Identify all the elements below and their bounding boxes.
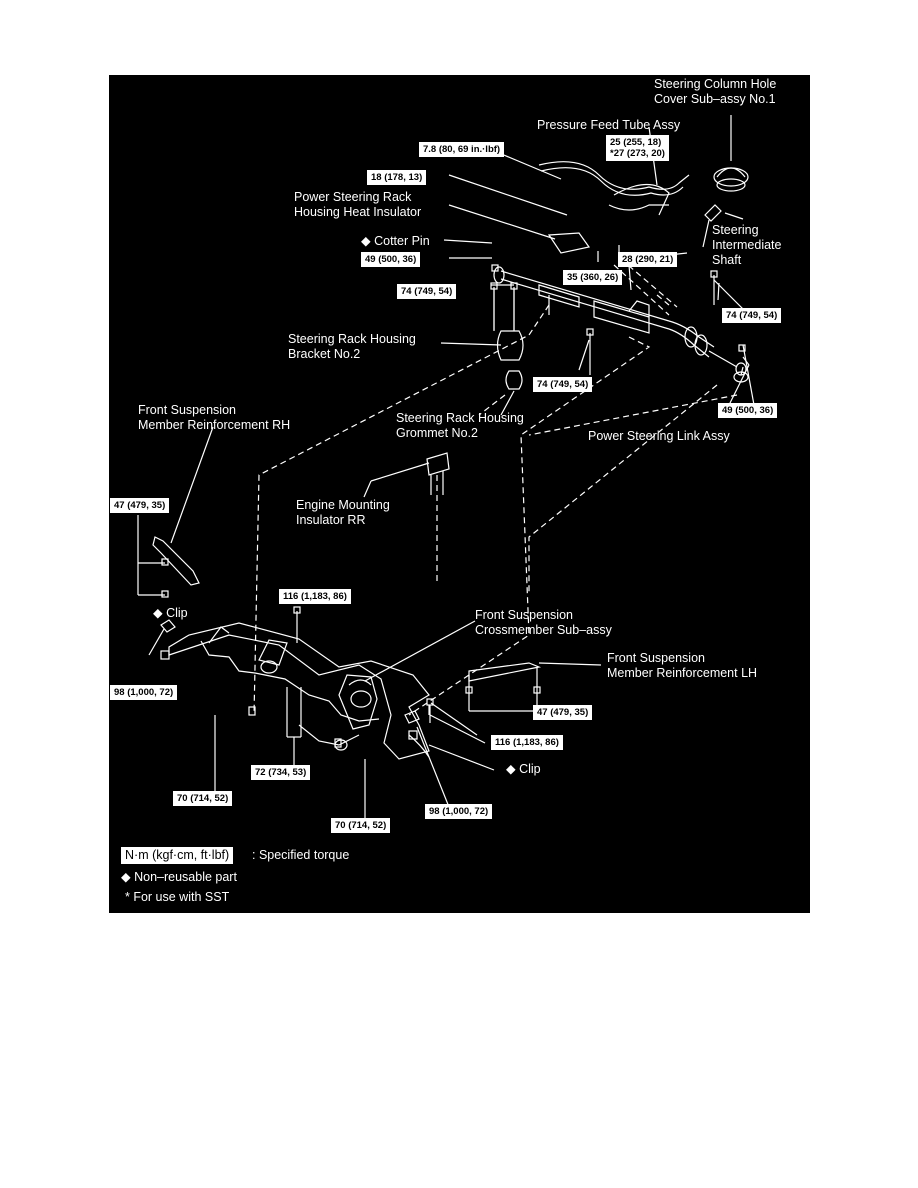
tie-rod-end-part [733,344,755,406]
diagram-artwork [137,115,755,825]
label-front-susp-reinf-rh: Front Suspension Member Reinforcement RH [138,403,291,432]
label-pressure-feed-tube: Pressure Feed Tube Assy [537,118,681,132]
label-front-susp-reinf-lh: Front Suspension Member Reinforcement LH [607,651,758,680]
torque-74-upper: 74 (749, 54) [397,284,457,299]
heat-insulator-part [448,204,591,254]
alignment-lines [253,258,738,716]
torque-49-right: 49 (500, 36) [718,403,778,418]
label-rack-housing-bracket: Steering Rack Housing Bracket No.2 [288,332,416,361]
reinforcement-rh-part [137,426,214,598]
torque-18: 18 (178, 13) [367,170,427,185]
label-rack-heat-insulator: Power Steering Rack Housing Heat Insulat… [294,190,422,219]
torque-47-right: 47 (479, 35) [533,705,593,720]
label-steering-intermediate-shaft: Steering Intermediate Shaft [712,223,782,267]
pressure-feed-tube-part [538,126,690,216]
crossmember-part [168,606,476,760]
crossmember-fasteners [148,619,495,825]
torque-98-left: 98 (1,000, 72) [110,685,178,700]
steering-column-cover-part [713,115,749,192]
label-power-steering-link: Power Steering Link Assy [588,429,730,443]
label-cotter-pin: ◆ Cotter Pin [361,234,430,248]
torque-25: 25 (255, 18) *27 (273, 20) [606,135,669,161]
label-engine-mount-rr: Engine Mounting Insulator RR [296,498,390,527]
legend-nonreusable: ◆ Non–reusable part [121,870,237,884]
legend-sst: * For use with SST [125,890,230,904]
torque-74-mid: 74 (749, 54) [533,377,593,392]
torque-70-bottom: 70 (714, 52) [331,818,391,833]
torque-7-8: 7.8 (80, 69 in.·lbf) [419,142,505,157]
torque-28: 28 (290, 21) [618,252,678,267]
label-clip-right: ◆ Clip [506,762,541,776]
label-clip-left: ◆ Clip [153,606,188,620]
label-rack-housing-grommet: Steering Rack Housing Grommet No.2 [396,411,524,440]
label-front-susp-crossmember: Front Suspension Crossmember Sub–assy [475,608,612,637]
torque-72: 72 (734, 53) [251,765,311,780]
rack-bolts [490,264,746,375]
torque-74-right: 74 (749, 54) [722,308,782,323]
intermediate-shaft-part [702,204,744,248]
steering-rack-part [493,264,747,376]
rack-bracket-part [440,330,524,361]
torque-116-right: 116 (1,183, 86) [491,735,563,750]
torque-47-left: 47 (479, 35) [110,498,170,513]
right-lower-bolts [426,698,486,744]
torque-70-left: 70 (714, 52) [173,791,233,806]
rack-grommet-part [500,370,523,416]
torque-116-upper: 116 (1,183, 86) [279,589,351,604]
label-steering-column-cover: Steering Column Hole Cover Sub–assy No.1 [654,77,777,106]
torque-98-right: 98 (1,000, 72) [425,804,493,819]
torque-35: 35 (360, 26) [563,270,623,285]
legend-torque-box: N·m (kgf·cm, ft·lbf) [121,847,234,864]
diagram-panel: Steering Column Hole Cover Sub–assy No.1… [109,75,810,913]
engine-mount-part [363,452,450,498]
reinforcement-lh-part [465,662,602,712]
legend-torque-desc: : Specified torque [252,848,350,862]
torque-49-left: 49 (500, 36) [361,252,421,267]
